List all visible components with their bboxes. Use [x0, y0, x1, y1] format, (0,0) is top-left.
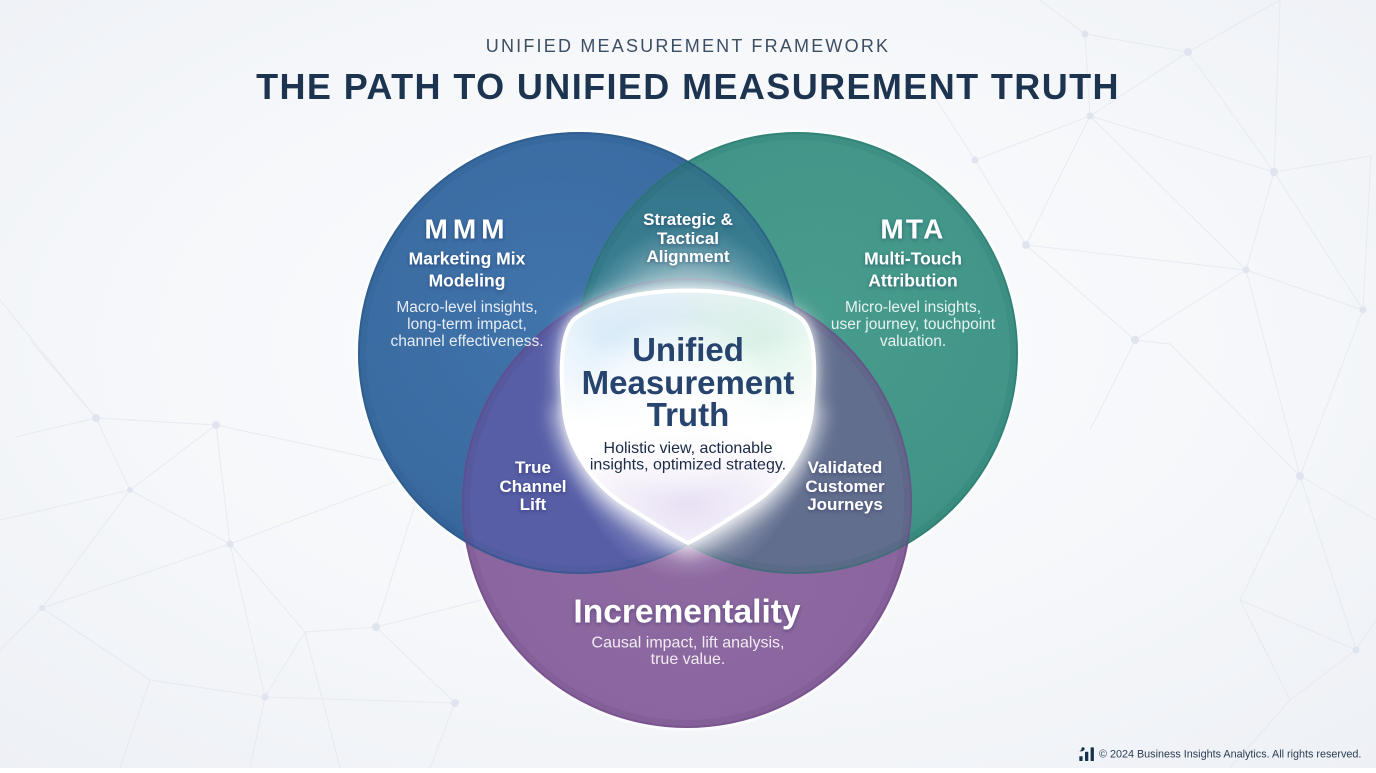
- svg-text:Validated: Validated: [808, 458, 883, 477]
- svg-text:Incrementality: Incrementality: [573, 594, 801, 631]
- svg-text:© 2024 Business Insights Analy: © 2024 Business Insights Analytics. All …: [1099, 749, 1361, 761]
- svg-text:Attribution: Attribution: [868, 271, 957, 291]
- svg-text:insights, optimized strategy.: insights, optimized strategy.: [590, 457, 786, 474]
- svg-text:long-term impact,: long-term impact,: [407, 316, 527, 333]
- svg-text:Strategic &: Strategic &: [643, 210, 733, 229]
- svg-text:Micro-level insights,: Micro-level insights,: [845, 299, 981, 316]
- svg-text:Alignment: Alignment: [646, 247, 729, 266]
- svg-text:Causal impact, lift analysis,: Causal impact, lift analysis,: [592, 635, 785, 652]
- svg-text:valuation.: valuation.: [880, 333, 946, 350]
- svg-text:user journey, touchpoint: user journey, touchpoint: [831, 316, 996, 333]
- svg-text:channel effectiveness.: channel effectiveness.: [390, 333, 543, 350]
- svg-text:Measurement: Measurement: [582, 364, 795, 401]
- svg-text:true value.: true value.: [651, 651, 726, 668]
- svg-text:Holistic view, actionable: Holistic view, actionable: [604, 440, 773, 457]
- svg-text:Marketing Mix: Marketing Mix: [409, 249, 526, 269]
- svg-text:Modeling: Modeling: [429, 271, 506, 291]
- svg-text:UNIFIED MEASUREMENT FRAMEWORK: UNIFIED MEASUREMENT FRAMEWORK: [486, 36, 890, 56]
- svg-text:MTA: MTA: [880, 213, 945, 244]
- svg-text:THE PATH TO UNIFIED MEASUREMEN: THE PATH TO UNIFIED MEASUREMENT TRUTH: [256, 66, 1120, 107]
- svg-text:Journeys: Journeys: [807, 495, 883, 514]
- svg-text:MMM: MMM: [425, 213, 510, 244]
- svg-text:Multi-Touch: Multi-Touch: [864, 249, 962, 269]
- svg-text:True: True: [515, 458, 551, 477]
- svg-text:Unified: Unified: [632, 331, 744, 368]
- svg-text:Macro-level insights,: Macro-level insights,: [396, 299, 537, 316]
- svg-text:Customer: Customer: [805, 477, 885, 496]
- svg-text:Channel: Channel: [499, 477, 566, 496]
- svg-text:Tactical: Tactical: [657, 229, 719, 248]
- svg-text:Truth: Truth: [647, 396, 729, 433]
- svg-text:Lift: Lift: [520, 495, 547, 514]
